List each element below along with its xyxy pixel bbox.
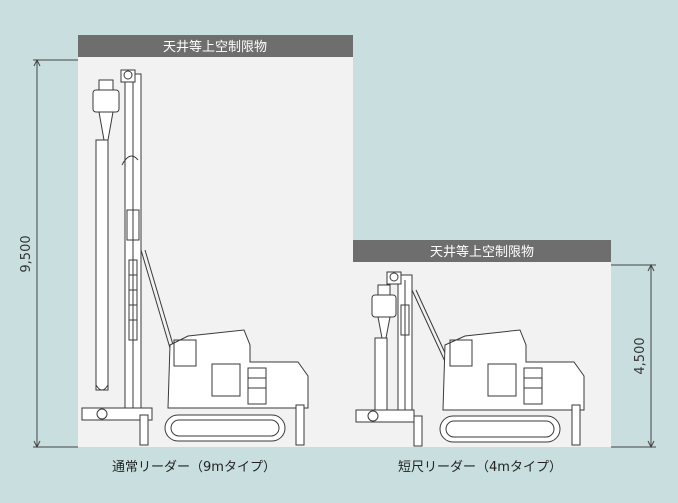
height-label-4500: 4,500 — [633, 337, 648, 374]
machine-tall-leader — [81, 69, 309, 446]
ceiling-band-tall: 天井等上空制限物 — [78, 35, 353, 57]
ceiling-band-short: 天井等上空制限物 — [353, 240, 611, 262]
machine-short-leader — [355, 271, 585, 447]
ceiling-label-short: 天井等上空制限物 — [430, 244, 534, 260]
height-label-9500: 9,500 — [19, 235, 34, 272]
caption-tall-leader: 通常リーダー（9mタイプ） — [112, 460, 276, 475]
ceiling-label-tall: 天井等上空制限物 — [163, 39, 267, 55]
caption-short-leader: 短尺リーダー（4mタイプ） — [398, 460, 562, 475]
dimension-4500 — [611, 263, 656, 449]
dimension-9500 — [33, 58, 78, 449]
